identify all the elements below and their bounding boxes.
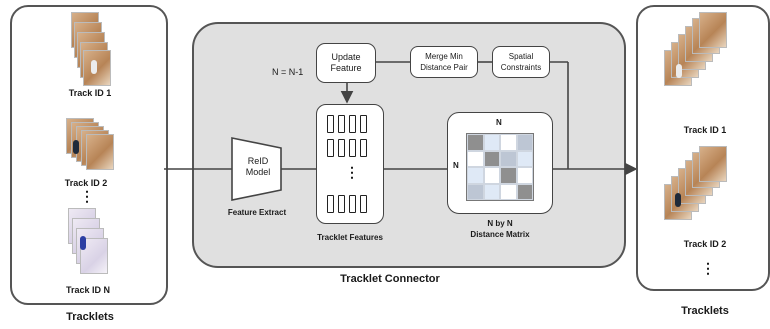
- matrix-top-label: N: [496, 118, 502, 127]
- matrix-cell: [467, 183, 484, 200]
- spatial-constraints-box: Spatial Constraints: [492, 46, 550, 78]
- matrix-cell: [483, 134, 500, 151]
- matrix-cell: [500, 183, 517, 200]
- matrix-cell: [467, 167, 484, 184]
- tracklet-connector-caption: Tracklet Connector: [340, 273, 440, 285]
- reid-model-label: ReID Model: [245, 156, 271, 177]
- spatial-constraints-label: Spatial Constraints: [500, 52, 542, 72]
- right-tracklets-caption: Tracklets: [681, 305, 729, 317]
- feature-extract-label: Feature Extract: [227, 208, 287, 217]
- matrix-cell: [467, 150, 484, 167]
- tracklet-features-box: ⋮: [316, 104, 384, 224]
- matrix-cell: [483, 183, 500, 200]
- merge-min-distance-label: Merge Min Distance Pair: [420, 52, 468, 72]
- matrix-cell: [516, 183, 533, 200]
- tracklet-features-label: Tracklet Features: [317, 233, 383, 242]
- merge-min-distance-box: Merge Min Distance Pair: [410, 46, 478, 78]
- matrix-cell: [467, 134, 484, 151]
- matrix-cell: [516, 134, 533, 151]
- matrix-cell: [500, 167, 517, 184]
- left-track-2-label: Track ID 2: [64, 178, 108, 188]
- update-feature-box: Update Feature: [316, 43, 376, 83]
- left-track-1-label: Track ID 1: [68, 88, 112, 98]
- matrix-cell: [516, 167, 533, 184]
- left-track-n-label: Track ID N: [65, 285, 111, 295]
- matrix-cell: [483, 150, 500, 167]
- right-track-1-label: Track ID 1: [683, 125, 727, 135]
- distance-matrix-grid: [466, 133, 534, 201]
- matrix-cell: [516, 150, 533, 167]
- n-update-label: N = N-1: [272, 67, 304, 77]
- distance-matrix-caption: N by N Distance Matrix: [470, 219, 530, 239]
- left-tracklets-caption: Tracklets: [66, 311, 114, 323]
- right-ellipsis: ⋮: [701, 260, 715, 276]
- distance-matrix-box: N N: [447, 112, 553, 214]
- features-ellipsis: ⋮: [345, 164, 359, 180]
- left-ellipsis: ⋮: [80, 188, 94, 204]
- matrix-cell: [500, 134, 517, 151]
- update-feature-label: Update Feature: [330, 52, 362, 73]
- matrix-left-label: N: [453, 161, 459, 170]
- matrix-cell: [500, 150, 517, 167]
- matrix-cell: [483, 167, 500, 184]
- right-track-2-label: Track ID 2: [683, 239, 727, 249]
